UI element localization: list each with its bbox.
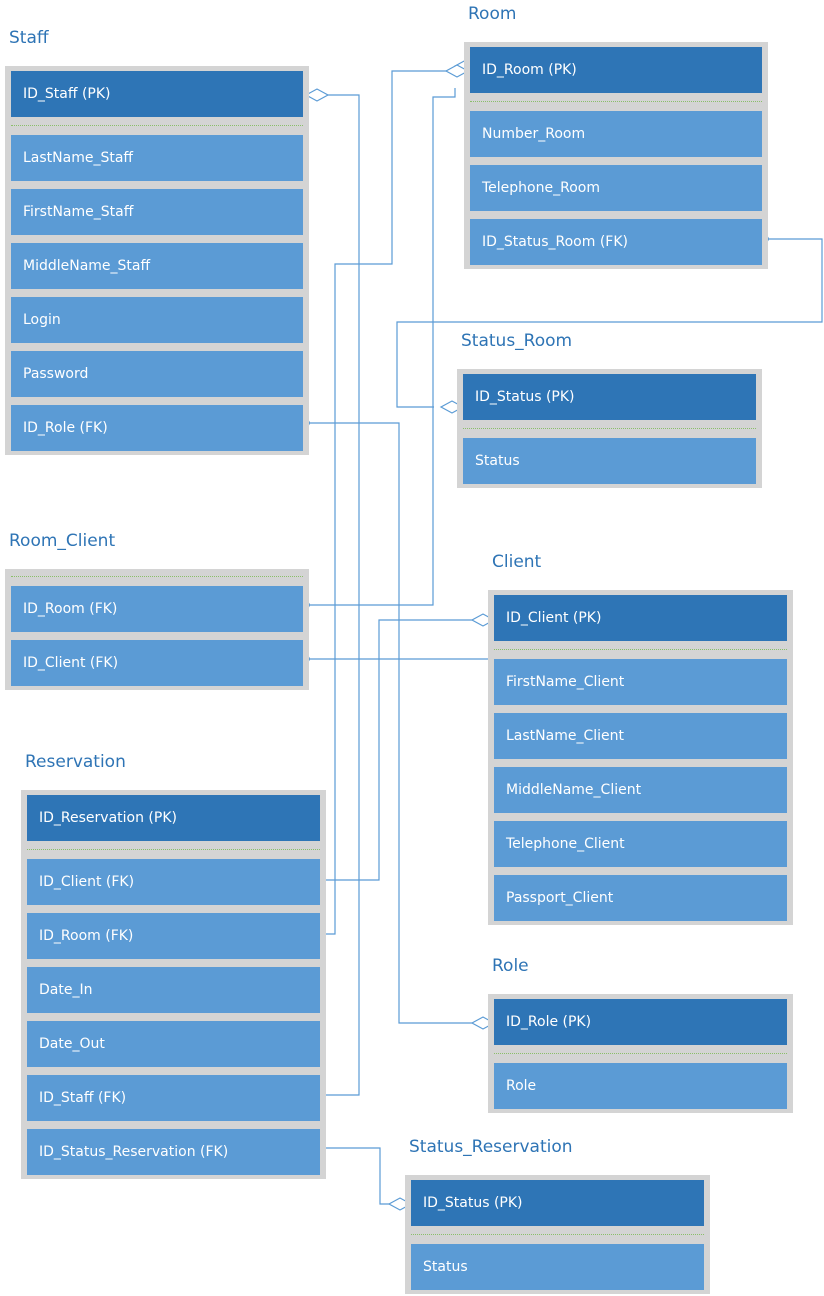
client-key-separator	[494, 649, 787, 650]
link-staff-role	[307, 422, 472, 1024]
staff-field-middlename: MiddleName_Staff	[11, 243, 303, 289]
entity-body-role: ID_Role (PK) Role	[488, 994, 793, 1113]
room-client-key-separator	[11, 576, 303, 577]
reservation-field-date-in: Date_In	[27, 967, 320, 1013]
reservation-pk-field: ID_Reservation (PK)	[27, 795, 320, 841]
reservation-field-id-client-fk: ID_Client (FK)	[27, 859, 320, 905]
room-field-number: Number_Room	[470, 111, 762, 157]
entity-title-staff: Staff	[9, 28, 49, 48]
entity-title-room: Room	[468, 4, 517, 24]
staff-pk-field: ID_Staff (PK)	[11, 71, 303, 117]
link-reservation-status-reservation	[323, 1147, 389, 1205]
entity-title-status-room: Status_Room	[461, 331, 573, 351]
entity-client: Client ID_Client (PK) FirstName_Client L…	[488, 552, 793, 925]
role-pk-field: ID_Role (PK)	[494, 999, 787, 1045]
entity-title-client: Client	[492, 552, 542, 572]
entity-staff: Staff ID_Staff (PK) LastName_Staff First…	[5, 28, 309, 455]
entity-role: Role ID_Role (PK) Role	[488, 956, 793, 1113]
room-client-field-id-room-fk: ID_Room (FK)	[11, 586, 303, 632]
status-room-pk-field: ID_Status (PK)	[463, 374, 756, 420]
entity-body-room-client: ID_Room (FK) ID_Client (FK)	[5, 569, 309, 690]
client-pk-field: ID_Client (PK)	[494, 595, 787, 641]
staff-field-login: Login	[11, 297, 303, 343]
entity-body-client: ID_Client (PK) FirstName_Client LastName…	[488, 590, 793, 925]
status-reservation-field-status: Status	[411, 1244, 704, 1290]
status-room-key-separator	[463, 428, 756, 429]
entity-body-status-reservation: ID_Status (PK) Status	[405, 1175, 710, 1294]
entity-body-staff: ID_Staff (PK) LastName_Staff FirstName_S…	[5, 66, 309, 455]
reservation-field-id-room-fk: ID_Room (FK)	[27, 913, 320, 959]
room-pk-field: ID_Room (PK)	[470, 47, 762, 93]
client-field-middlename: MiddleName_Client	[494, 767, 787, 813]
staff-field-firstname: FirstName_Staff	[11, 189, 303, 235]
reservation-field-date-out: Date_Out	[27, 1021, 320, 1067]
entity-body-reservation: ID_Reservation (PK) ID_Client (FK) ID_Ro…	[21, 790, 326, 1179]
entity-body-room: ID_Room (PK) Number_Room Telephone_Room …	[464, 42, 768, 269]
entity-title-reservation: Reservation	[25, 752, 126, 772]
entity-title-status-reservation: Status_Reservation	[409, 1137, 573, 1157]
entity-title-role: Role	[492, 956, 529, 976]
room-field-id-status-room-fk: ID_Status_Room (FK)	[470, 219, 762, 265]
client-field-lastname: LastName_Client	[494, 713, 787, 759]
link-reservation-client	[323, 619, 472, 881]
entity-title-room-client: Room_Client	[9, 531, 116, 551]
link-reservation-staff	[323, 94, 360, 1096]
link-room-client-room	[307, 88, 456, 606]
role-field-role: Role	[494, 1063, 787, 1109]
entity-room: Room ID_Room (PK) Number_Room Telephone_…	[464, 4, 768, 269]
client-field-telephone: Telephone_Client	[494, 821, 787, 867]
room-client-field-id-client-fk: ID_Client (FK)	[11, 640, 303, 686]
entity-status-room: Status_Room ID_Status (PK) Status	[457, 331, 762, 488]
reservation-key-separator	[27, 849, 320, 850]
link-reservation-staff-pk-end	[304, 88, 330, 102]
staff-key-separator	[11, 125, 303, 126]
role-key-separator	[494, 1053, 787, 1054]
staff-field-id-role-fk: ID_Role (FK)	[11, 405, 303, 451]
entity-room-client: Room_Client ID_Room (FK) ID_Client (FK)	[5, 531, 309, 690]
status-reservation-pk-field: ID_Status (PK)	[411, 1180, 704, 1226]
reservation-field-id-status-reservation-fk: ID_Status_Reservation (FK)	[27, 1129, 320, 1175]
status-reservation-key-separator	[411, 1234, 704, 1235]
staff-field-password: Password	[11, 351, 303, 397]
entity-status-reservation: Status_Reservation ID_Status (PK) Status	[405, 1137, 710, 1294]
status-room-field-status: Status	[463, 438, 756, 484]
entity-reservation: Reservation ID_Reservation (PK) ID_Clien…	[21, 752, 326, 1179]
client-field-firstname: FirstName_Client	[494, 659, 787, 705]
link-reservation-room	[323, 70, 446, 935]
link-room-client-client	[307, 646, 491, 660]
entity-body-status-room: ID_Status (PK) Status	[457, 369, 762, 488]
room-field-telephone: Telephone_Room	[470, 165, 762, 211]
reservation-field-id-staff-fk: ID_Staff (FK)	[27, 1075, 320, 1121]
room-key-separator	[470, 101, 762, 102]
staff-field-lastname: LastName_Staff	[11, 135, 303, 181]
client-field-passport: Passport_Client	[494, 875, 787, 921]
